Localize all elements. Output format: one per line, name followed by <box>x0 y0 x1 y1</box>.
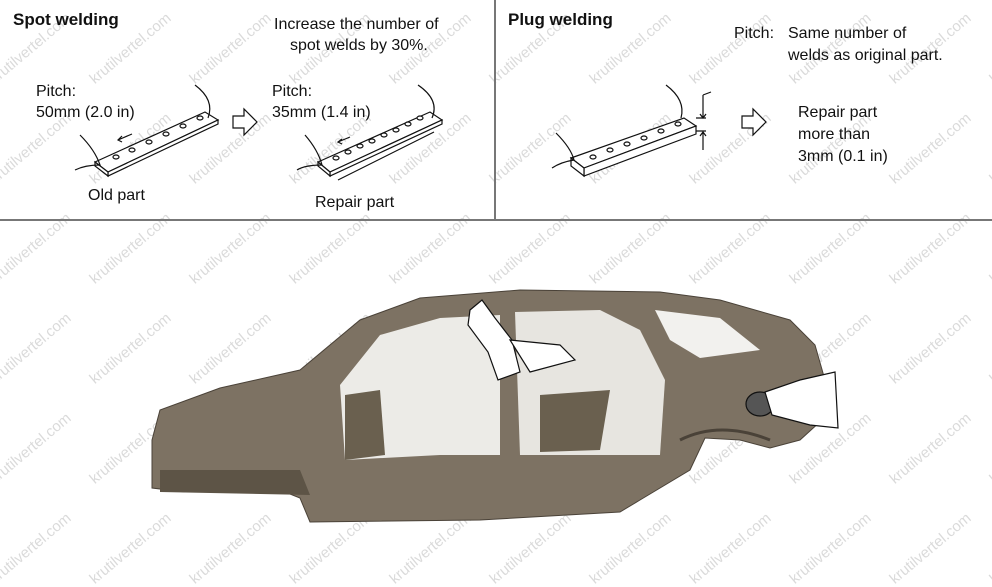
repair-line1: Repair part <box>798 104 878 121</box>
spot-welding-panel: Spot welding Increase the number of spot… <box>0 0 494 220</box>
new-pitch-label: Pitch: <box>272 83 313 100</box>
plug-pitch-line2: welds as original part. <box>788 47 943 64</box>
spot-welding-note-line2: spot welds by 30%. <box>290 37 428 54</box>
old-pitch-label: Pitch: <box>36 83 77 100</box>
new-pitch-value: 35mm (1.4 in) <box>272 104 371 121</box>
plug-arrow-icon <box>741 107 767 137</box>
plug-welding-panel: Plug welding Pitch: Same number of welds… <box>496 0 992 220</box>
vertical-divider <box>494 0 496 220</box>
plug-welding-title: Plug welding <box>508 10 613 29</box>
repair-part-strip <box>296 84 444 181</box>
car-body-shell <box>151 289 826 523</box>
repair-line2: more than <box>798 126 871 143</box>
plug-weld-illustration <box>551 84 767 178</box>
spot-welding-note-line1: Increase the number of <box>274 16 439 33</box>
spot-weld-illustrations <box>74 84 444 181</box>
horizontal-divider <box>0 219 992 221</box>
plug-welder-tool-icon <box>745 371 839 429</box>
plug-pitch-line1: Same number of <box>788 25 907 42</box>
repair-part-label: Repair part <box>315 194 395 211</box>
repair-line3: 3mm (0.1 in) <box>798 148 888 165</box>
plug-pitch-label: Pitch: <box>734 25 775 42</box>
spot-welder-tool-icon <box>467 299 577 381</box>
old-part-label: Old part <box>88 187 145 204</box>
spot-welding-title: Spot welding <box>13 10 119 29</box>
rear-quarter-window <box>655 310 760 358</box>
plug-weld-strip <box>551 84 712 178</box>
old-pitch-value: 50mm (2.0 in) <box>36 104 135 121</box>
old-part-strip <box>74 84 220 178</box>
old-to-new-arrow-icon <box>232 107 258 137</box>
